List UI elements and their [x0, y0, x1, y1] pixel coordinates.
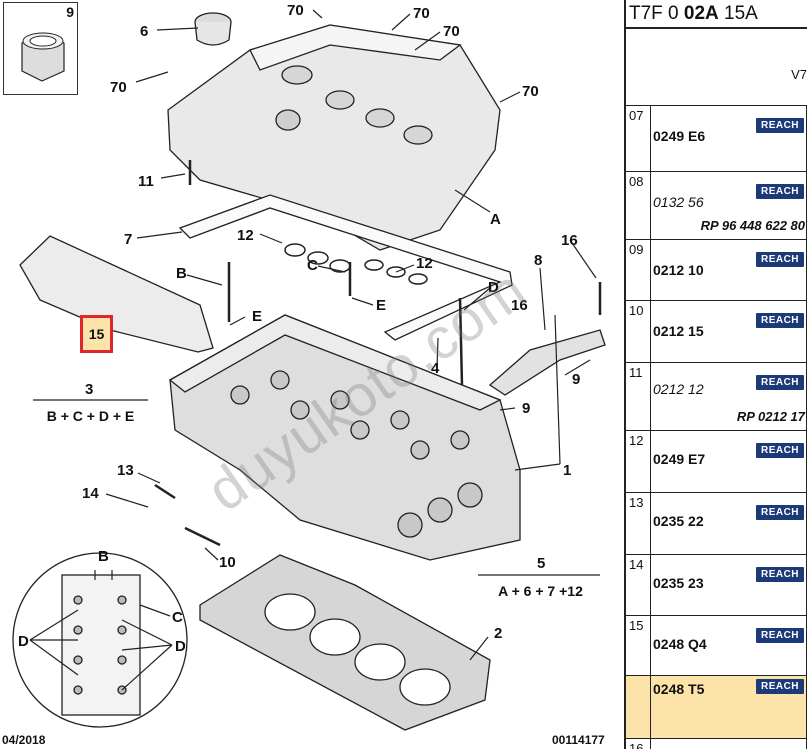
reach-badge[interactable]: REACH	[756, 118, 804, 133]
callout-8: 8	[534, 252, 543, 269]
callout-label: 9	[66, 4, 74, 20]
footer-date: 04/2018	[2, 733, 46, 747]
exploded-parts-diagram: 9 6 70 70 70 70 70 11 7 12 12 A B C E E …	[2, 2, 606, 747]
callout-C: C	[307, 257, 318, 274]
inset-callout-C: C	[172, 609, 183, 626]
row-index: 12	[626, 431, 651, 492]
bush-icon	[21, 32, 65, 82]
diagram-drawing	[12, 9, 606, 731]
panel-header: T7F 0 02A 15A	[626, 0, 807, 29]
callout-70: 70	[443, 23, 460, 40]
reach-badge[interactable]: REACH	[756, 443, 804, 458]
row-index: 15	[626, 616, 651, 675]
callout-6: 6	[140, 23, 149, 40]
callout-16: 16	[561, 232, 578, 249]
reach-badge[interactable]: REACH	[756, 375, 804, 390]
part-reference: 0212 12	[653, 381, 704, 397]
header-bold: 02A	[683, 3, 719, 24]
row-index: 14	[626, 555, 651, 615]
row-index: 07	[626, 106, 651, 171]
header-suffix: 15A	[718, 3, 758, 24]
callout-12: 12	[237, 227, 254, 244]
part-reference: 0235 22	[653, 513, 704, 529]
inset-callout-D: D	[18, 633, 29, 650]
oil-cap	[194, 12, 232, 46]
part-reference: 0212 15	[653, 323, 704, 339]
part-reference: 0132 56	[653, 194, 704, 210]
row-index: 10	[626, 301, 651, 362]
combo-3-label: B + C + D + E	[46, 408, 135, 424]
reach-badge[interactable]: REACH	[756, 252, 804, 267]
replacement-reference: RP 96 448 622 80	[700, 218, 805, 233]
callout-1: 1	[563, 462, 572, 479]
callout-16: 16	[511, 297, 528, 314]
part-reference: 0235 23	[653, 575, 704, 591]
reach-badge[interactable]: REACH	[756, 567, 804, 582]
parts-list-row[interactable]: 0248 T5 REACH	[626, 676, 807, 739]
callout-4: 4	[431, 360, 440, 377]
callout-7: 7	[124, 231, 133, 248]
reach-badge[interactable]: REACH	[756, 679, 804, 694]
heat-shield	[19, 235, 214, 353]
callout-9: 9	[572, 371, 581, 388]
reach-badge[interactable]: REACH	[756, 628, 804, 643]
selected-callout-15[interactable]: 15	[80, 315, 113, 353]
row-index: 16	[626, 739, 651, 749]
callout-11: 11	[138, 173, 154, 190]
callout-D: D	[488, 279, 499, 296]
callout-12: 12	[416, 255, 433, 272]
callout-E: E	[252, 308, 263, 325]
callout-9: 9	[522, 400, 531, 417]
callout-A: A	[490, 211, 501, 228]
row-index: 11	[626, 363, 651, 430]
part-reference: 0249 E6	[653, 128, 706, 144]
row-index	[626, 676, 651, 738]
callout-70: 70	[287, 2, 304, 19]
bearing-cap	[488, 329, 606, 396]
callout-70: 70	[522, 83, 539, 100]
panel-subheader: V7	[626, 29, 807, 106]
reach-badge[interactable]: REACH	[756, 184, 804, 199]
footer-code: 00114177	[552, 733, 605, 747]
part-9-detail-box: 9	[3, 2, 78, 95]
subheader-text: V7	[791, 67, 807, 82]
callout-2: 2	[494, 625, 503, 642]
callout-3: 3	[85, 381, 94, 398]
part-reference: 0249 E7	[653, 451, 706, 467]
reach-badge[interactable]: REACH	[756, 313, 804, 328]
cover-gasket	[178, 194, 513, 341]
part-reference: 0248 T5	[653, 681, 705, 697]
callout-14: 14	[82, 485, 99, 502]
callout-70: 70	[110, 79, 127, 96]
combo-5-label: A + 6 + 7 +12	[498, 583, 583, 599]
callout-E: E	[376, 297, 387, 314]
callout-10: 10	[219, 554, 236, 571]
callout-13: 13	[117, 462, 134, 479]
header-prefix: T7F 0	[629, 3, 684, 24]
callout-70: 70	[413, 5, 430, 22]
row-index: 13	[626, 493, 651, 554]
row-index: 08	[626, 172, 651, 239]
replacement-reference: RP 0212 17	[736, 409, 805, 424]
callout-B: B	[176, 265, 187, 282]
parts-list-row[interactable]: 16	[626, 739, 807, 749]
inset-callout-B: B	[98, 548, 109, 565]
reach-badge[interactable]: REACH	[756, 505, 804, 520]
part-reference: 0248 Q4	[653, 636, 707, 652]
row-index: 09	[626, 240, 651, 300]
callout-5: 5	[537, 555, 546, 572]
part-reference: 0212 10	[653, 262, 704, 278]
inset-callout-D: D	[175, 638, 186, 655]
